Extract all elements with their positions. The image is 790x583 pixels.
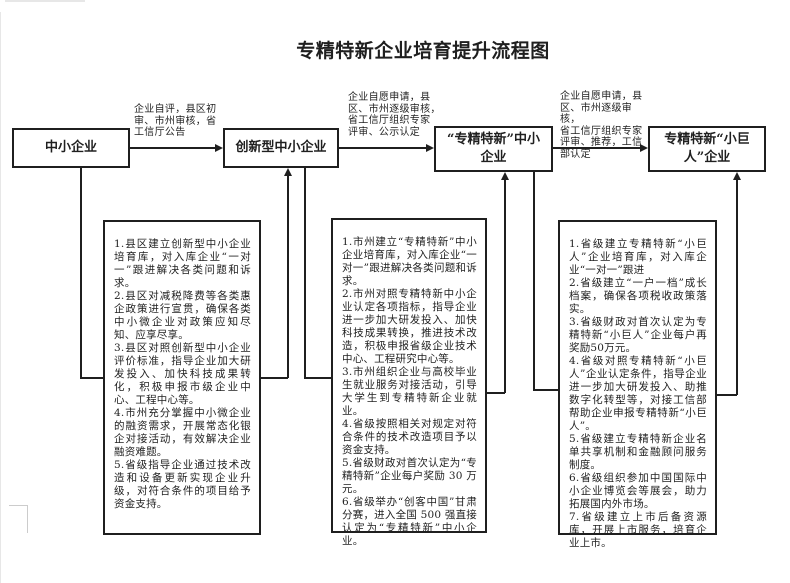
- detail-box-province: 1.省级建立专精特新“小巨人”企业培育库，对入库企业“一对一”跟进 2.省级建立…: [558, 220, 717, 549]
- flow-arrow-1-head: [215, 144, 223, 152]
- connector-zjtx-into-detail3: [533, 389, 560, 391]
- detail-item: 3.省级财政对首次认定为专精特新“小巨人”企业每户再奖励50万元。: [569, 316, 707, 354]
- flow-arrow-2-head: [426, 144, 434, 152]
- detail-item: 1.省级建立专精特新“小巨人”企业培育库，对入库企业“一对一”跟进: [569, 238, 707, 276]
- connector-detail2-up: [504, 176, 506, 393]
- flow-arrow-1-label: 企业自评，县区初 审、市州审核，省 工信厅公告: [134, 104, 217, 138]
- flow-arrow-2-label: 企业自愿申请，县 区、市州逐级审核， 省工信厅组织专家 评审、公示认定: [348, 92, 441, 138]
- detail-item: 1.县区建立创新型中小企业培育库，对入库企业“一对一”跟进解决各类问题和诉求。: [114, 238, 251, 289]
- detail-item: 2.省级建立“一户一档”成长档案，确保各项税收政策落实。: [569, 277, 707, 315]
- detail-item: 5.省级指导企业通过技术改造和设备更新实现企业升级，对符合条件的项目给予资金支持…: [114, 459, 251, 510]
- connector-smes-into-detail1: [80, 377, 103, 379]
- stage-label-smes: 中小企业: [44, 140, 97, 156]
- connector-zjtx-down: [533, 172, 535, 390]
- page-title: 专精特新企业培育提升流程图: [296, 40, 550, 62]
- detail-item: 2.县区对减税降费等各类惠企政策进行宣贯，确保各类中小微企业对政策应知尽知、应享…: [114, 290, 251, 341]
- detail-item: 7.省级建立上市后备资源库，开展上市服务，培育企业上市。: [569, 511, 707, 549]
- connector-smes-down: [80, 168, 82, 378]
- connector-detail1-out: [261, 377, 288, 379]
- detail-item: 6.省级举办“创客中国”甘肃分赛，进入全国 500 强直接认定为“专精特新”中小…: [342, 496, 477, 547]
- stage-box-smes: 中小企业: [12, 128, 130, 168]
- stage-box-zjtx-smes: “专精特新”中小 企业: [434, 126, 553, 172]
- connector-innovative-down: [304, 168, 306, 378]
- scan-artifact-top: [5, 0, 85, 2]
- flow-arrow-3-head: [640, 144, 648, 152]
- detail-item: 4.省级对照专精特新“小巨人”企业认定条件，指导企业进一步加大研发投入、助推数字…: [569, 355, 707, 432]
- stage-box-little-giant: 专精特新“小巨 人”企业: [648, 126, 766, 172]
- connector-detail1-arrowhead: [284, 168, 292, 176]
- detail-item: 6.省级组织参加中国国际中小企业博览会等展会，助力拓展国内外市场。: [569, 472, 707, 510]
- connector-innovative-into-detail2: [304, 377, 331, 379]
- stage-label-little-giant: 专精特新“小巨 人”企业: [664, 132, 750, 165]
- scan-artifact-corner-h: [9, 505, 28, 506]
- detail-box-city: 1.市州建立“专精特新”中小企业培育库，对入库企业“一对一”跟进解决各类问题和诉…: [331, 218, 487, 547]
- connector-detail3-up: [736, 176, 738, 395]
- detail-item: 3.市州组织企业与高校毕业生就业服务对接活动，引导大学生到专精特新企业就业。: [342, 366, 477, 417]
- flow-arrow-3-label: 企业自愿申请，县 区、市州逐级审核， 省工信厅组织专家 评审、推荐，工信 部认定: [560, 91, 643, 160]
- stage-box-innovative-smes: 创新型中小企业: [223, 128, 339, 168]
- stage-label-innovative-smes: 创新型中小企业: [235, 140, 327, 156]
- detail-item: 3.县区对照创新型中小企业评价标准，指导企业加大研发投入、加快科技成果转化，积极…: [114, 342, 251, 406]
- detail-item: 2.市州对照专精特新中小企业认定各项指标，指导企业进一步加大研发投入、加快科技成…: [342, 288, 477, 365]
- flow-arrow-3-line: [553, 147, 641, 149]
- detail-item: 5.省级财政对首次认定为“专精特新”企业每户奖励 30 万元。: [342, 457, 477, 495]
- connector-detail2-out: [487, 392, 505, 394]
- flow-arrow-1-line: [130, 147, 216, 149]
- detail-box-county: 1.县区建立创新型中小企业培育库，对入库企业“一对一”跟进解决各类问题和诉求。 …: [103, 220, 261, 535]
- flow-arrow-2-line: [339, 147, 427, 149]
- detail-item: 5.省级建立专精特新企业名单共享机制和金融顾问服务制度。: [569, 433, 707, 471]
- scan-artifact-left-edge: [0, 12, 1, 583]
- stage-label-zjtx-smes: “专精特新”中小 企业: [447, 132, 540, 165]
- connector-detail2-arrowhead: [501, 172, 509, 180]
- connector-detail3-arrowhead: [733, 172, 741, 180]
- detail-item: 1.市州建立“专精特新”中小企业培育库，对入库企业“一对一”跟进解决各类问题和诉…: [342, 236, 477, 287]
- detail-item: 4.市州充分掌握中小微企业的融资需求，开展常态化银企对接活动，有效解决企业融资难…: [114, 407, 251, 458]
- connector-detail3-out: [717, 394, 737, 396]
- connector-detail1-up: [287, 172, 289, 378]
- scan-artifact-corner-v: [27, 505, 28, 533]
- detail-item: 4.省级按照相关对规定对符合条件的技术改造项目予以资金支持。: [342, 418, 477, 456]
